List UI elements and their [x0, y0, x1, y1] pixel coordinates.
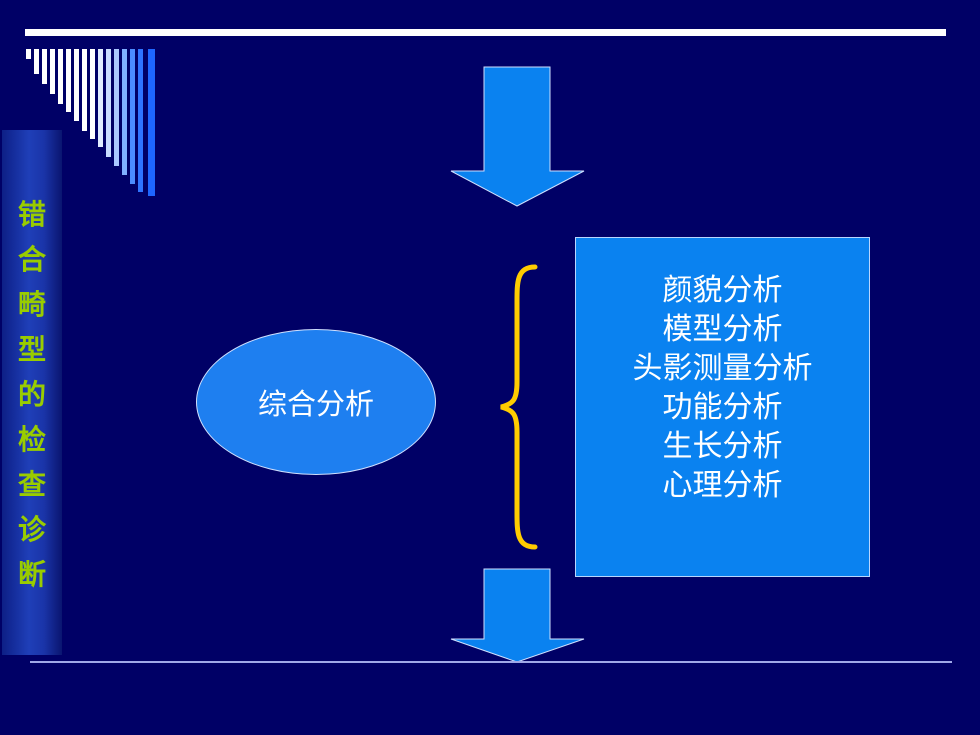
- sidebar-title-char: 型: [17, 333, 46, 366]
- sidebar-title-char: 的: [17, 378, 46, 411]
- curly-brace: [500, 264, 538, 550]
- bottom-rule: [30, 661, 952, 663]
- sidebar-title: 错 合 畸 型 的 检 查 诊 断: [2, 192, 62, 597]
- sidebar-title-char: 查: [17, 468, 46, 501]
- sidebar-title-char: 合: [17, 243, 46, 276]
- analysis-item: 颜貌分析: [662, 273, 783, 308]
- analysis-box: 颜貌分析 模型分析 头影测量分析 功能分析 生长分析 心理分析: [575, 237, 870, 577]
- analysis-list: 颜貌分析 模型分析 头影测量分析 功能分析 生长分析 心理分析: [576, 271, 869, 505]
- synthesis-ellipse: 综合分析: [196, 329, 436, 475]
- top-rule: [25, 29, 946, 36]
- sidebar-title-char: 畸: [17, 288, 46, 321]
- down-arrow-top: [450, 66, 585, 207]
- analysis-item: 生长分析: [662, 429, 783, 464]
- analysis-item: 功能分析: [662, 390, 783, 425]
- sidebar-title-char: 断: [17, 558, 46, 591]
- analysis-item: 头影测量分析: [632, 351, 813, 386]
- ellipse-label: 综合分析: [257, 387, 374, 421]
- analysis-item: 心理分析: [662, 468, 783, 503]
- analysis-item: 模型分析: [662, 312, 783, 347]
- sidebar-title-char: 诊: [17, 513, 46, 546]
- sidebar-title-char: 错: [17, 198, 46, 231]
- down-arrow-bottom: [450, 568, 585, 663]
- sidebar-panel: 错 合 畸 型 的 检 查 诊 断: [2, 130, 62, 655]
- sidebar-title-char: 检: [17, 423, 46, 456]
